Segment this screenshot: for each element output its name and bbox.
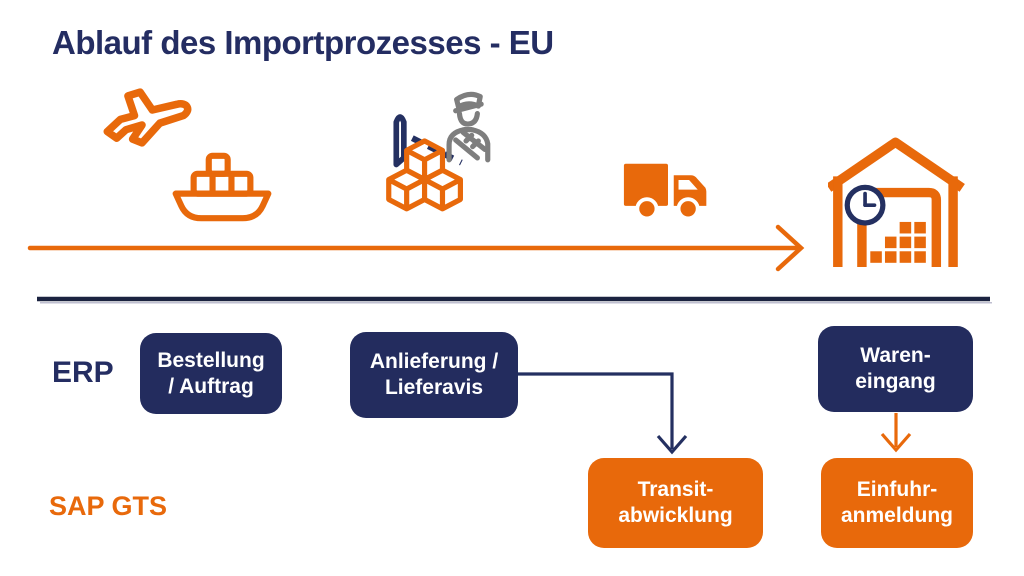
ship-hull xyxy=(172,190,272,222)
box-label-line: / Auftrag xyxy=(168,374,254,398)
cargo-boxes-icon xyxy=(386,138,463,212)
inspection-pen-icon xyxy=(393,114,407,168)
customs-inspection-icon xyxy=(386,91,491,212)
warehouse-stock-squares xyxy=(870,221,926,263)
truck-wheel xyxy=(676,197,700,221)
page-title: Ablauf des Importprozesses - EU xyxy=(52,24,554,61)
customs-officer-icon xyxy=(446,91,491,163)
lane-label-erp: ERP xyxy=(52,356,114,389)
box-label-line: Bestellung xyxy=(157,348,265,372)
lane-label-sap-gts: SAP GTS xyxy=(49,491,168,521)
box-label-line: eingang xyxy=(855,370,936,393)
box-label-line: abwicklung xyxy=(618,504,733,527)
connector-wareneingang-to-einfuhr xyxy=(880,413,912,453)
gts-box-einfuhranmeldung: Einfuhr- anmeldung xyxy=(821,458,973,548)
erp-box-anlieferung-lieferavis: Anlieferung / Lieferavis xyxy=(350,332,518,418)
warehouse-roof xyxy=(828,137,965,192)
connector-anlieferung-to-transit xyxy=(518,372,688,455)
ship-icon xyxy=(172,152,272,222)
erp-box-bestellung-auftrag: Bestellung / Auftrag xyxy=(140,333,282,414)
gts-box-transitabwicklung: Transit- abwicklung xyxy=(588,458,763,548)
section-divider xyxy=(37,296,992,304)
box-label-line: Anlieferung / xyxy=(369,350,499,374)
truck-icon xyxy=(623,163,707,221)
process-timeline-arrow xyxy=(27,224,805,272)
truck-window xyxy=(678,180,698,190)
erp-box-wareneingang: Waren- eingang xyxy=(818,326,973,412)
warehouse-icon xyxy=(828,137,965,267)
box-label-line: Transit- xyxy=(637,478,714,502)
box-label-line: Waren- xyxy=(860,344,931,368)
clock-icon xyxy=(844,184,886,226)
box-label-line: Einfuhr- xyxy=(856,478,938,502)
truck-cargo-box xyxy=(623,163,668,206)
truck-wheel xyxy=(635,197,659,221)
airplane-icon xyxy=(103,88,192,147)
box-label-line: Lieferavis xyxy=(384,376,484,399)
box-label-line: anmeldung xyxy=(840,504,953,527)
